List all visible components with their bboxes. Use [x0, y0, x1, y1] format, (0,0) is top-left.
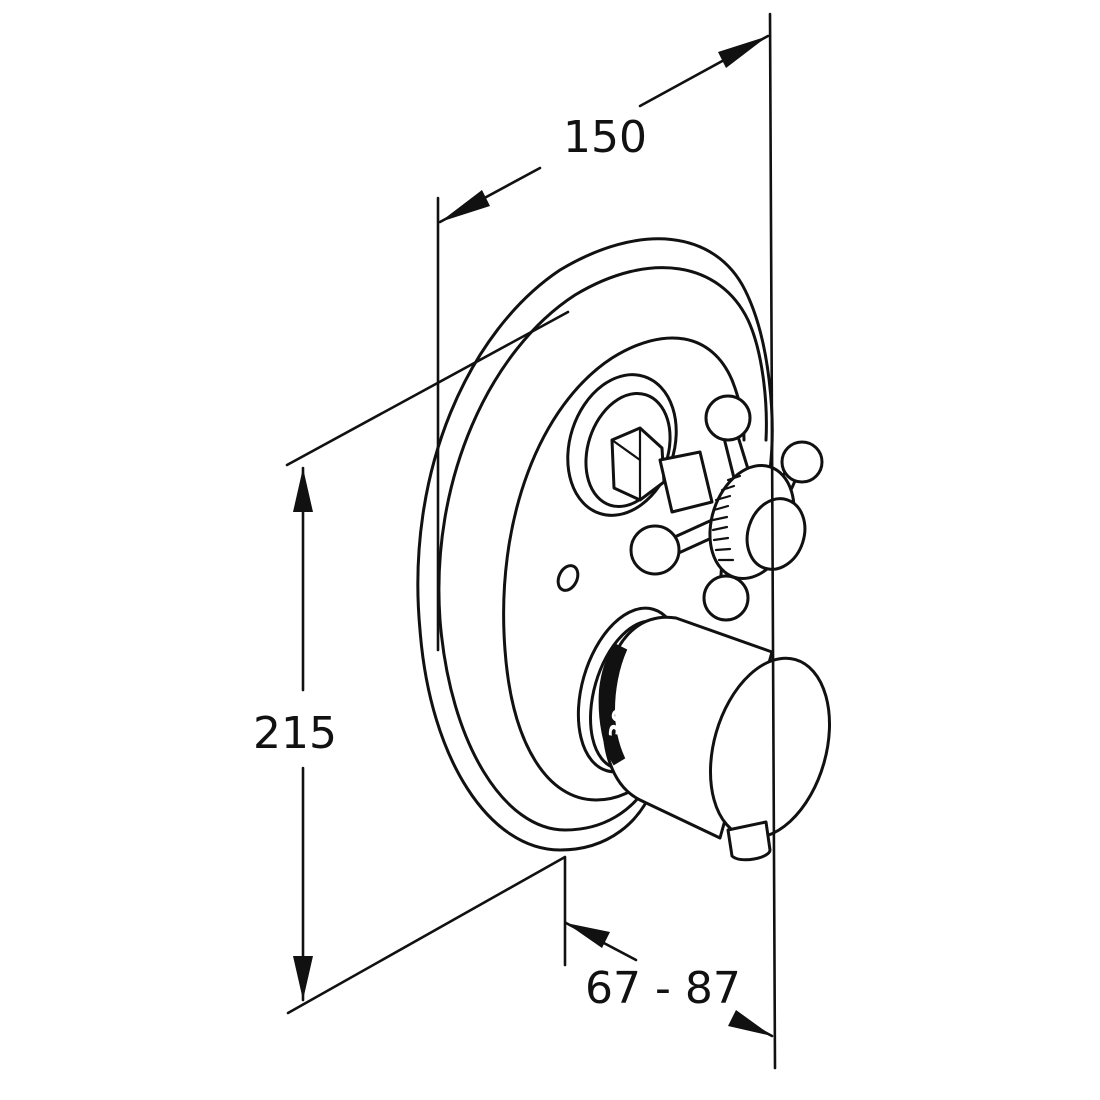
extension-line-bottom	[286, 855, 567, 1015]
dimension-height: 215	[253, 310, 570, 1015]
handle-knob-right	[780, 440, 824, 484]
dimension-depth: 67 - 87	[563, 856, 774, 1038]
handle-knob-left	[629, 524, 681, 576]
thermostat-handle[interactable]: 30	[561, 596, 849, 862]
temperature-scale-mark: 30	[605, 707, 635, 742]
dimension-width: 150	[436, 12, 777, 1070]
temperature-scale-band	[598, 643, 628, 766]
depth-dimension-label: 67 - 87	[585, 963, 741, 1014]
cross-handle[interactable]	[629, 394, 824, 622]
escutcheon-plate	[416, 237, 774, 852]
diverter-valve	[566, 373, 824, 622]
hex-nut	[610, 426, 666, 502]
handle-center-cap	[745, 497, 807, 571]
handle-knob-lower	[702, 574, 750, 622]
arrow-depth-left	[566, 923, 610, 948]
knurl-lines	[711, 474, 742, 562]
thermostat-stop-pin	[726, 820, 772, 862]
arrow-height-top	[293, 468, 313, 512]
plate-hole	[556, 564, 580, 592]
extension-line-top	[285, 310, 570, 467]
height-dimension-label: 215	[253, 708, 337, 759]
arrow-height-bottom	[293, 956, 313, 1000]
handle-knob-upper	[704, 394, 752, 442]
arrow-width-left	[440, 190, 490, 222]
valve-spindle	[658, 450, 714, 514]
extension-line-right	[768, 12, 777, 1070]
arrow-depth-right	[728, 1010, 772, 1036]
plate-front-face	[437, 266, 768, 622]
plate-inner-recess	[502, 336, 746, 652]
width-dimension-label: 150	[563, 112, 647, 163]
arrow-width-right	[718, 36, 768, 68]
